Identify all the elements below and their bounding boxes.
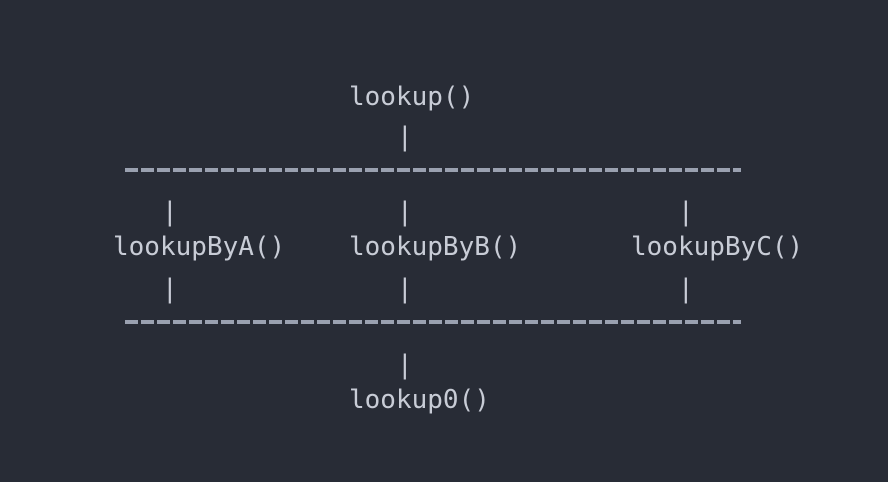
connector-pipe-branch-c-above: | [678,197,694,227]
separator-rule-lower [125,320,741,324]
node-label-lookup0: lookup0() [349,385,490,415]
connector-pipe-branch-b-above: | [397,197,413,227]
node-label-lookup-by-c: lookupByC() [631,232,804,262]
separator-rule-upper [125,168,741,172]
connector-pipe-branch-a-below: | [162,274,178,304]
connector-pipe-top: | [397,122,413,152]
node-label-lookup: lookup() [349,82,475,112]
connector-pipe-bottom: | [397,350,413,380]
connector-pipe-branch-b-below: | [397,274,413,304]
node-label-lookup-by-b: lookupByB() [349,232,522,262]
connector-pipe-branch-c-below: | [678,274,694,304]
node-label-lookup-by-a: lookupByA() [113,232,286,262]
connector-pipe-branch-a-above: | [162,197,178,227]
